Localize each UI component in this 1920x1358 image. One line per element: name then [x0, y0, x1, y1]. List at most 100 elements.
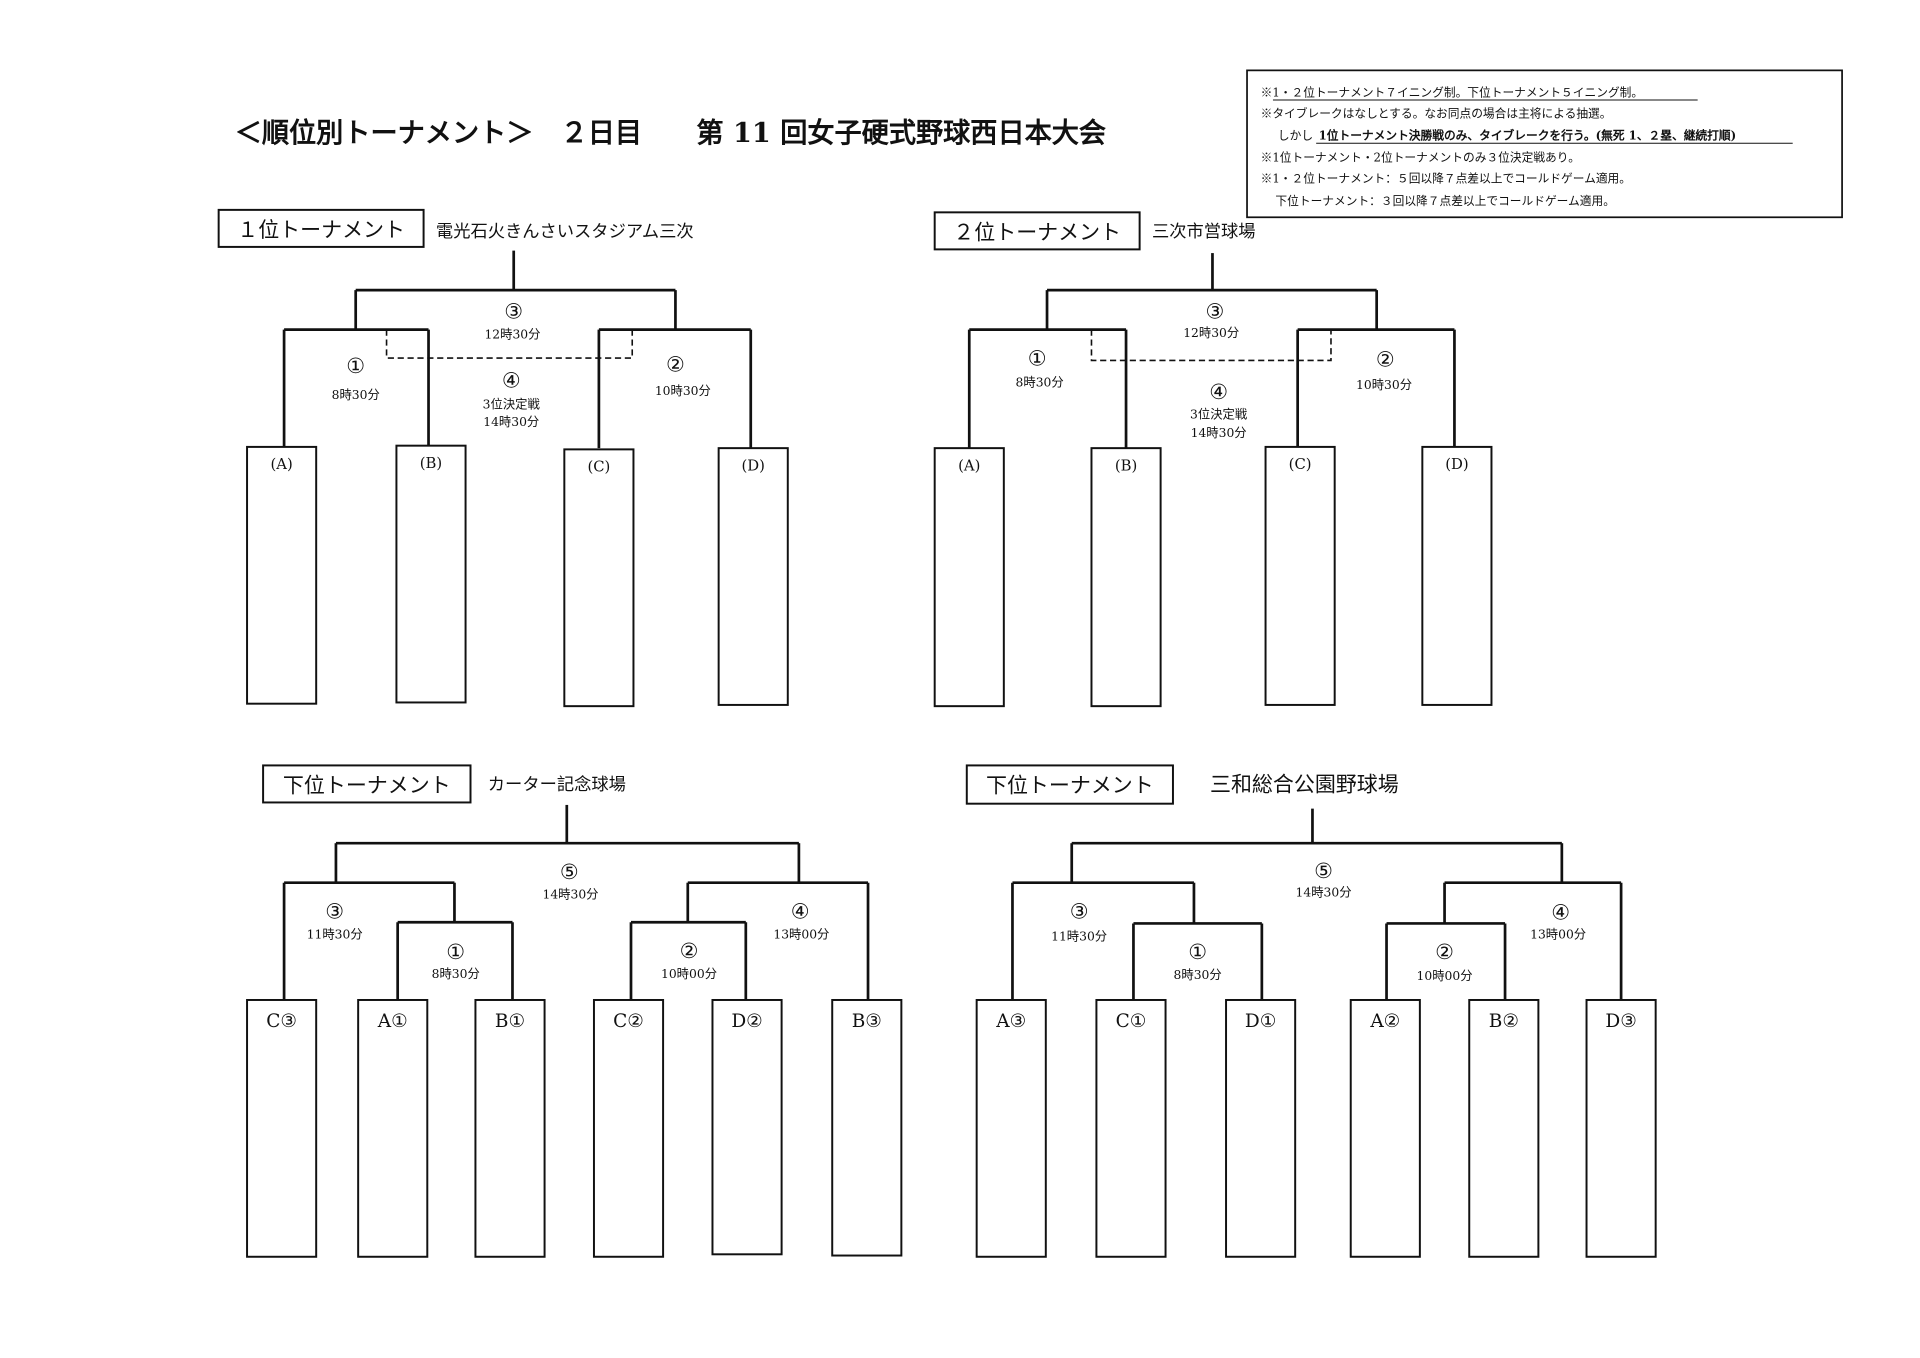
game-time: 10時30分 — [1356, 378, 1412, 392]
team-slot-label: C③ — [266, 1011, 297, 1032]
bracket-label-box — [217, 208, 425, 248]
team-slot — [474, 998, 546, 1258]
game-number: ⑤ — [1314, 859, 1333, 883]
bracket-label: 下位トーナメント — [986, 774, 1154, 798]
bracket-label: １位トーナメント — [237, 218, 405, 242]
team-slot-label: C① — [1116, 1011, 1147, 1032]
team-slot — [246, 998, 318, 1258]
third-place-dashed-line — [385, 329, 634, 359]
team-slot-label: D② — [731, 1011, 762, 1032]
team-slot-label: (A) — [271, 456, 293, 473]
game-number: ③ — [504, 300, 523, 324]
game-number: ① — [1028, 346, 1047, 370]
bracket-label: 下位トーナメント — [283, 774, 451, 798]
game-time: 14時30分 — [483, 415, 539, 429]
game-number: ④ — [1209, 380, 1228, 404]
team-slot — [1468, 998, 1540, 1258]
team-slot — [1585, 998, 1657, 1258]
team-slot — [1421, 445, 1493, 706]
team-slot-label: D① — [1245, 1011, 1276, 1032]
team-slot — [592, 998, 665, 1258]
team-slot-label: D③ — [1605, 1011, 1636, 1032]
game-time: 14時30分 — [542, 888, 598, 902]
third-place-dashed-line — [1090, 329, 1332, 362]
team-slot — [975, 998, 1047, 1258]
team-slot — [395, 444, 467, 704]
game-number: ⑤ — [560, 860, 579, 884]
team-slot-label: (C) — [587, 459, 610, 476]
team-slot-label: (D) — [742, 457, 765, 474]
game-time: 13時00分 — [1530, 927, 1586, 941]
game-time: 11時30分 — [1051, 930, 1107, 944]
team-slot — [717, 447, 789, 706]
game-time: 8時30分 — [332, 388, 380, 402]
game-number: ④ — [1551, 901, 1570, 925]
page-title: ＜順位別トーナメント＞ ２日目 第 11 回女子硬式野球西日本大会 — [235, 117, 1107, 149]
team-slot — [711, 998, 783, 1256]
note-line-3-bold: 1位トーナメント決勝戦のみ、タイブレークを行う。(無死 1、２塁、継続打順) — [1319, 129, 1737, 143]
game-time: 13時00分 — [773, 927, 829, 941]
bracket-label-box — [933, 211, 1141, 251]
team-slot-label: (B) — [1115, 457, 1137, 474]
game-number: ③ — [325, 900, 344, 924]
game-number: ③ — [1206, 300, 1225, 324]
game-number: ② — [680, 939, 699, 963]
game-number: ② — [1435, 940, 1454, 964]
game-number: ③ — [1070, 900, 1089, 924]
team-slot-label: B③ — [852, 1011, 882, 1032]
team-slot — [1264, 445, 1336, 706]
note-line-1: ※1・２位トーナメント７イニング制。下位トーナメント５イニング制。 — [1261, 85, 1643, 99]
team-slot-label: (C) — [1289, 456, 1312, 473]
team-slot-label: C② — [613, 1011, 644, 1032]
team-slot — [1090, 447, 1162, 708]
notes-box: ※1・２位トーナメント７イニング制。下位トーナメント５イニング制。 ※タイブレー… — [1246, 69, 1843, 219]
team-slot — [246, 445, 318, 705]
game-time: 8時30分 — [432, 967, 480, 981]
bracket-1: １位トーナメント 電光石火きんさいスタジアム三次 ③ 12時30分 ① 8時30分 ④ 3位決… — [217, 208, 789, 708]
game-time: 14時30分 — [1296, 885, 1352, 899]
venue-name: 電光石火きんさいスタジアム三次 — [436, 222, 694, 242]
game-time: 14時30分 — [1191, 426, 1247, 440]
note-line-6: 下位トーナメント：３回以降７点差以上でコールドゲーム適用。 — [1275, 194, 1615, 208]
game-time: 10時30分 — [655, 384, 711, 398]
team-slot-label: (A) — [958, 457, 980, 474]
team-slot-label: (B) — [420, 455, 442, 472]
venue-name: 三次市営球場 — [1152, 222, 1256, 242]
game-time: 10時00分 — [661, 967, 717, 981]
bracket-4: 下位トーナメント 三和総合公園野球場 ⑤ 14時30分 ③ 11時30分 ① 8時30分 ② 10… — [965, 764, 1657, 1258]
game-number: ① — [1188, 940, 1207, 964]
team-slot — [933, 447, 1005, 708]
game-number: ④ — [791, 900, 810, 924]
game-subtitle: 3位決定戦 — [483, 397, 541, 412]
game-number: ② — [1376, 348, 1395, 372]
game-time: 12時30分 — [1183, 326, 1239, 340]
team-slot — [1095, 998, 1167, 1258]
team-slot-label: B② — [1489, 1011, 1519, 1032]
game-number: ① — [446, 940, 465, 964]
game-number: ① — [346, 354, 365, 378]
game-subtitle: 3位決定戦 — [1190, 407, 1248, 422]
note-line-5: ※1・２位トーナメント：５回以降７点差以上でコールドゲーム適用。 — [1261, 172, 1631, 186]
note-line-3-prefix: しかし — [1278, 129, 1313, 143]
team-slot-label: A① — [377, 1011, 408, 1032]
team-slot — [1349, 998, 1421, 1258]
team-slot-label: A② — [1369, 1011, 1400, 1032]
team-slot-label: B① — [495, 1011, 525, 1032]
game-time: 12時30分 — [484, 327, 540, 341]
team-slot-label: (D) — [1445, 456, 1468, 473]
game-time: 11時30分 — [307, 927, 363, 941]
venue-name: 三和総合公園野球場 — [1210, 772, 1399, 796]
game-number: ② — [666, 353, 685, 377]
team-slot — [563, 448, 635, 708]
bracket-label-box — [965, 764, 1174, 805]
team-slot — [357, 998, 429, 1258]
game-number: ④ — [502, 369, 521, 393]
bracket-label-box — [262, 764, 472, 804]
team-slot — [1225, 998, 1297, 1258]
game-time: 8時30分 — [1174, 968, 1222, 982]
bracket-3: 下位トーナメントカーター記念球場⑤14時30分③11時30分①8時30分②10時… — [246, 764, 903, 1258]
note-line-2: ※タイブレークはなしとする。なお同点の場合は主将による抽選。 — [1261, 106, 1612, 120]
game-time: 10時00分 — [1417, 969, 1473, 983]
